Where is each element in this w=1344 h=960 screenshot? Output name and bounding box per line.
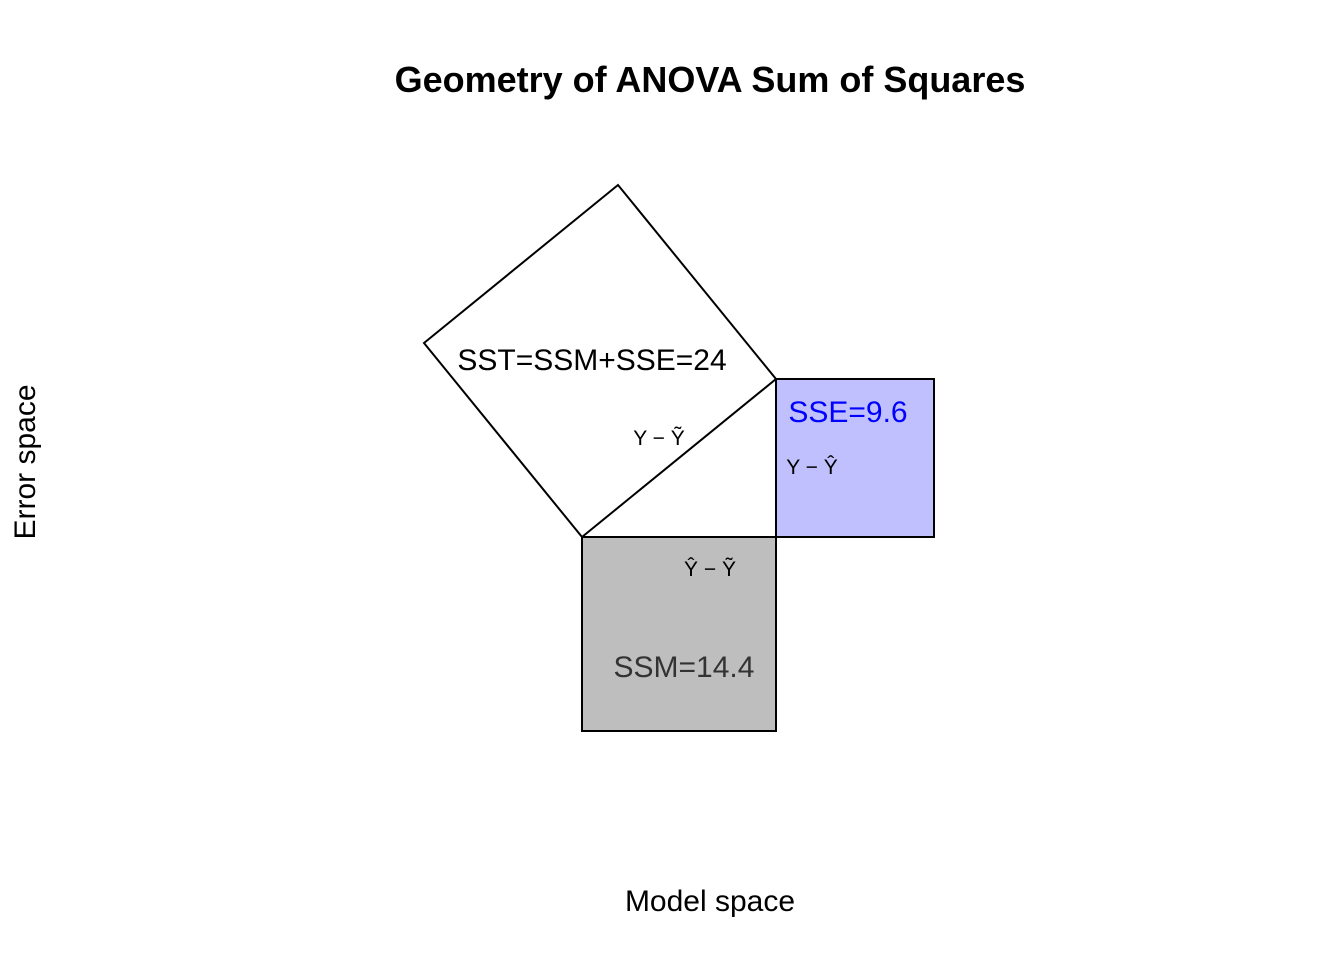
ssm-square <box>581 536 777 732</box>
x-axis-label: Model space <box>625 885 795 918</box>
ssm-label: SSM=14.4 <box>614 651 755 684</box>
sse-side-label: Y − Ŷ <box>786 456 838 479</box>
sse-square <box>775 378 935 538</box>
sst-square <box>422 183 778 539</box>
sst-side-label: Y − Ỹ <box>633 426 685 450</box>
diagram-title: Geometry of ANOVA Sum of Squares <box>395 59 1026 100</box>
y-axis-label: Error space <box>9 384 42 539</box>
sst-label: SST=SSM+SSE=24 <box>457 344 726 377</box>
sse-label: SSE=9.6 <box>788 396 907 429</box>
ssm-side-label: Ŷ − Ỹ <box>684 557 736 581</box>
